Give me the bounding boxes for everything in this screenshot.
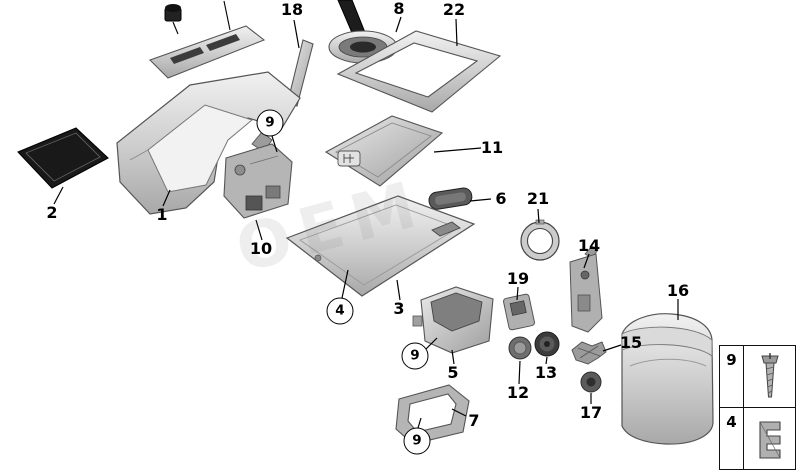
shift-plate-part-11 [324,115,444,187]
callout-screw-9-c[interactable]: 9 [403,427,431,455]
knob-part-13 [534,331,560,357]
bracket-part-19 [503,293,535,331]
console-trim-part-3 [285,195,476,297]
callout-part-14[interactable]: 14 [577,236,601,255]
callout-part-3[interactable]: 3 [393,299,405,318]
callout-part-15[interactable]: 15 [619,333,643,352]
legend-row-clip: 4 [720,407,795,469]
callout-part-13[interactable]: 13 [534,363,558,382]
legend-row-screw: 9 [720,346,795,407]
callout-part-19[interactable]: 19 [506,269,530,288]
callout-screw-9-b[interactable]: 9 [401,342,429,370]
side-panel-part-1 [116,71,301,215]
button-part-12 [508,336,532,360]
callout-part-12[interactable]: 12 [506,383,530,402]
slat-trim-part [148,25,266,79]
callout-part-8[interactable]: 8 [393,0,405,18]
bracket-part-14 [569,245,603,333]
armrest-cover-part-16 [621,313,714,445]
callout-part-6[interactable]: 6 [495,189,507,208]
grommet-part-17 [580,371,602,393]
leader-lines [53,16,679,429]
bracket-part-10 [223,131,293,219]
legend-number-4: 4 [720,408,744,469]
screw-icon [744,346,795,407]
gear-shifter-part-8 [328,0,398,64]
callout-part-17[interactable]: 17 [579,403,603,422]
fastener-legend: 9 4 [719,345,796,470]
callout-part-7[interactable]: 7 [468,411,480,430]
insert-part-6 [428,187,473,210]
callout-part-5[interactable]: 5 [447,363,459,382]
shift-gate-emblem [337,150,361,167]
legend-number-9: 9 [720,346,744,407]
mat-part-2 [17,127,109,189]
knob-part [164,0,231,35]
clip-icon [744,408,795,469]
clip-part-15 [571,341,607,365]
callout-part-1[interactable]: 1 [156,205,168,224]
callout-part-10[interactable]: 10 [249,239,273,258]
ring-part-21 [520,219,560,261]
callout-part-11[interactable]: 11 [480,138,504,157]
sliver-trim-part-18 [287,39,314,107]
callout-screw-9-a[interactable]: 9 [256,109,284,137]
callout-part-18[interactable]: 18 [280,0,304,19]
callout-part-16[interactable]: 16 [666,281,690,300]
callout-clip-4[interactable]: 4 [326,297,354,325]
storage-bin-part-5 [412,286,494,354]
callout-part-22[interactable]: 22 [442,0,466,19]
callout-part-2[interactable]: 2 [46,203,58,222]
trim-frame-part-22 [336,30,502,113]
callout-part-21[interactable]: 21 [526,189,550,208]
